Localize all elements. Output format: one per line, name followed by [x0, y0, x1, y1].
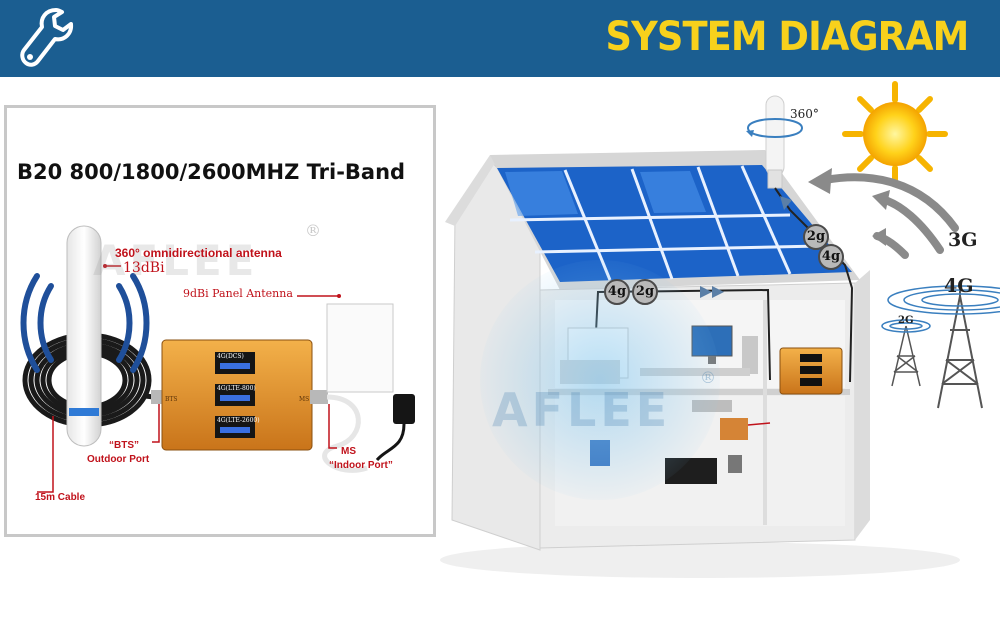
- ms-port-label: MS: [341, 446, 356, 457]
- wrench-icon: [18, 6, 74, 70]
- outdoor-port-label: Outdoor Port: [87, 454, 149, 465]
- header-bar: SYSTEM DIAGRAM: [0, 0, 1000, 77]
- kit-watermark: AFLEE: [93, 236, 258, 285]
- tower-4g: [938, 282, 982, 408]
- diagram-stage: AFLEE ® 360° 2g 4g 4g 2g 3G 4G 2G: [0, 77, 1000, 629]
- kit-registered-mark: ®: [305, 221, 321, 240]
- booster-display-1: 4G(DCS): [217, 353, 244, 360]
- panel-antenna-body: [327, 304, 393, 392]
- rotation-label: 360°: [790, 107, 819, 121]
- indoor-port-label: “Indoor Port”: [329, 460, 393, 471]
- power-adapter: [377, 394, 415, 460]
- badge-4g-roof: 4g: [818, 244, 844, 270]
- product-kit-panel: B20 800/1800/2600MHZ Tri-Band AFLEE ® 36…: [4, 105, 436, 537]
- scene-watermark: AFLEE: [492, 383, 671, 437]
- booster-side-bts: BTS: [165, 396, 178, 403]
- tower-2g: [892, 326, 920, 386]
- booster-display-2: 4G(LTE-800): [217, 385, 256, 392]
- wall-booster: [780, 348, 842, 394]
- tower-label-4g: 4G: [944, 275, 973, 297]
- badge-2g-indoor: 2g: [632, 279, 658, 305]
- kit-title: B20 800/1800/2600MHZ Tri-Band: [17, 160, 405, 184]
- sun: [845, 84, 945, 184]
- panel-antenna-label: 9dBi Panel Antenna: [183, 287, 293, 300]
- badge-4g-indoor: 4g: [604, 279, 630, 305]
- tower-label-3g: 3G: [948, 229, 977, 251]
- cable-label: 15m Cable: [35, 492, 85, 503]
- page-title: SYSTEM DIAGRAM: [605, 14, 968, 60]
- tower-label-2g: 2G: [898, 315, 914, 326]
- scene-registered-mark: ®: [700, 368, 716, 387]
- omni-gain-label: 13dBi: [123, 260, 165, 276]
- booster-side-ms: MS: [299, 396, 309, 403]
- bts-port-label: “BTS”: [109, 440, 139, 451]
- booster-display-3: 4G(LTE-2600): [217, 417, 260, 424]
- omni-antenna-label: 360° omnidirectional antenna: [115, 246, 282, 260]
